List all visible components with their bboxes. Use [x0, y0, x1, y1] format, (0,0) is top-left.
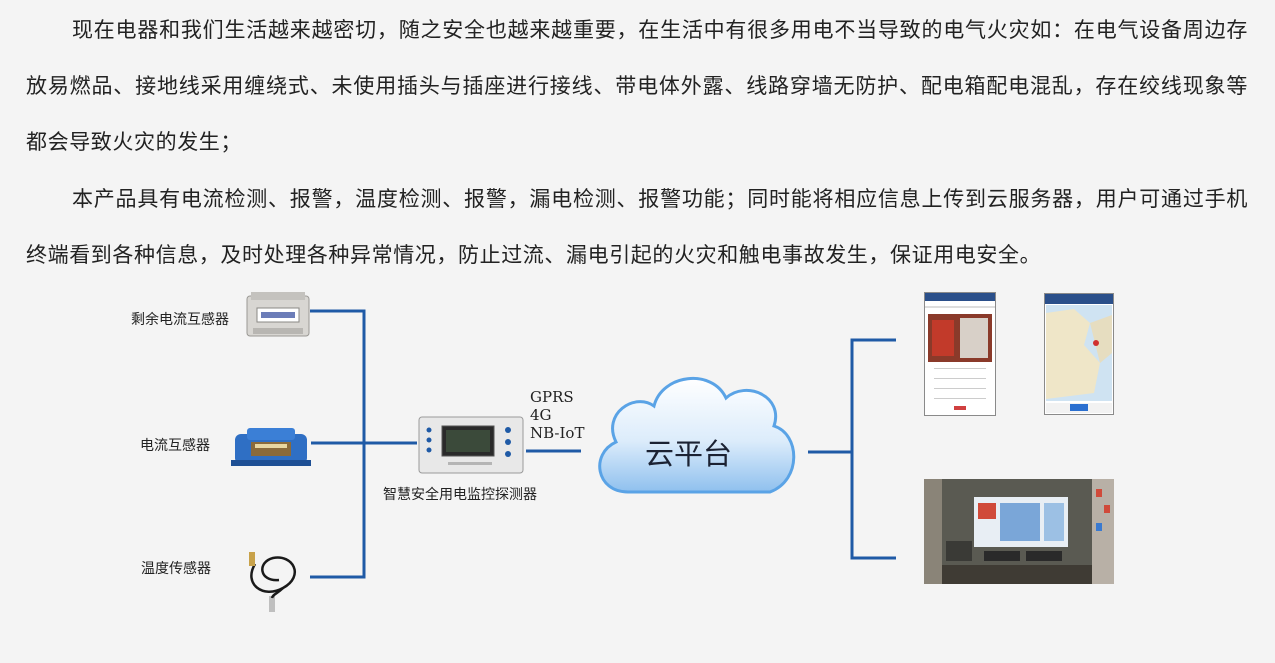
- network-label-4g: 4G: [530, 406, 552, 424]
- cloud-icon: [598, 376, 796, 494]
- mobile-map-screen-icon: [1044, 293, 1114, 415]
- sensor-label-current: 电流互感器: [140, 438, 210, 454]
- detector-label: 智慧安全用电监控探测器: [383, 487, 537, 503]
- temperature-sensor-icon: [249, 552, 296, 612]
- monitoring-center-icon: [924, 479, 1114, 584]
- sensor-label-temperature: 温度传感器: [141, 561, 211, 577]
- network-label-gprs: GPRS: [530, 388, 574, 406]
- sensor-label-residual-current: 剩余电流互感器: [131, 312, 229, 328]
- intro-paragraph-1: 现在电器和我们生活越来越密切，随之安全也越来越重要，在生活中有很多用电不当导致的…: [26, 18, 1248, 154]
- residual-current-transformer-icon: [246, 292, 310, 337]
- mobile-app-screen-icon: [924, 292, 996, 416]
- cloud-label: 云平台: [645, 437, 733, 471]
- network-label-nbiot: NB-IoT: [530, 424, 585, 442]
- intro-paragraph-2: 本产品具有电流检测、报警，温度检测、报警，漏电检测、报警功能；同时能将相应信息上…: [26, 187, 1248, 267]
- detector-device-icon: [418, 416, 524, 474]
- current-transformer-icon: [231, 428, 311, 466]
